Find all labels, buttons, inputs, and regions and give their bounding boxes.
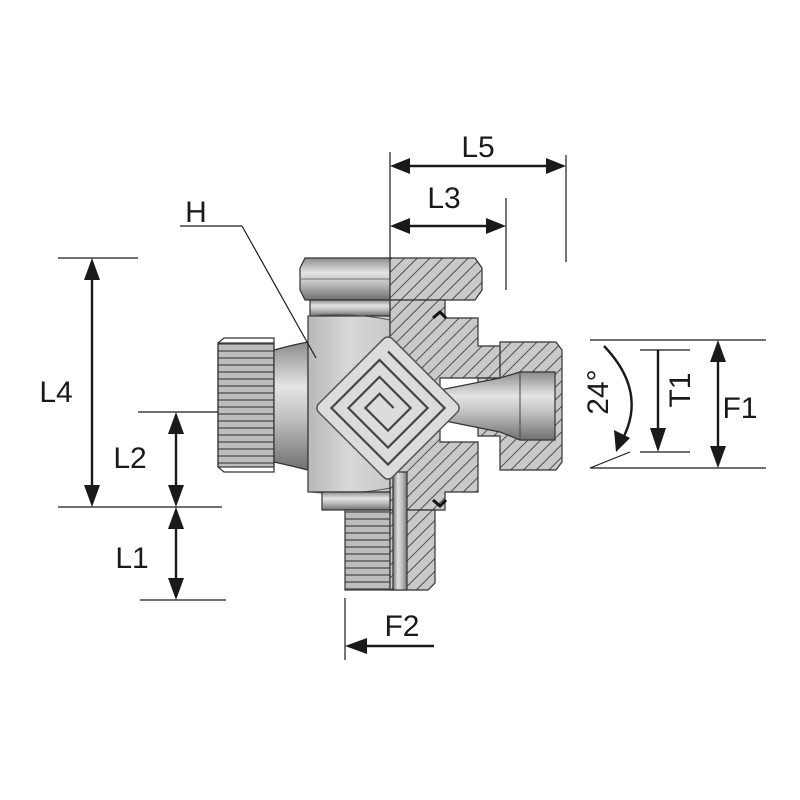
dim-L3: L3 xyxy=(390,182,506,234)
dimensions: L5 L3 H L4 xyxy=(39,131,766,660)
label-T1: T1 xyxy=(664,372,697,407)
bottom-thread xyxy=(344,509,391,591)
label-L2: L2 xyxy=(113,442,146,475)
bottom-collar xyxy=(321,491,391,511)
dim-L2: L2 xyxy=(113,412,184,507)
brand-logo xyxy=(316,336,460,480)
center-bore xyxy=(392,471,408,591)
right-port-bore xyxy=(439,371,556,441)
dim-L1: L1 xyxy=(115,507,184,600)
nut-neck xyxy=(309,299,391,317)
label-H: H xyxy=(185,196,207,229)
label-F1: F1 xyxy=(722,392,757,425)
dim-angle: 24° xyxy=(582,345,633,452)
dim-H: H xyxy=(180,196,317,359)
label-L3: L3 xyxy=(427,182,460,215)
left-thread-stud xyxy=(217,342,275,468)
dim-L4: L4 xyxy=(39,258,100,507)
label-F2: F2 xyxy=(384,610,419,643)
fitting-body xyxy=(217,257,563,591)
label-L4: L4 xyxy=(39,376,72,409)
body-section xyxy=(389,299,501,511)
dim-F1: F1 xyxy=(710,340,758,468)
hex-nut-section xyxy=(389,257,483,301)
dim-F2: F2 xyxy=(344,598,434,660)
left-neck xyxy=(273,341,309,471)
label-L1: L1 xyxy=(115,542,148,575)
label-angle: 24° xyxy=(582,369,615,414)
dim-T1: T1 xyxy=(640,350,697,453)
label-L5: L5 xyxy=(461,131,494,164)
dim-L5: L5 xyxy=(390,131,566,174)
